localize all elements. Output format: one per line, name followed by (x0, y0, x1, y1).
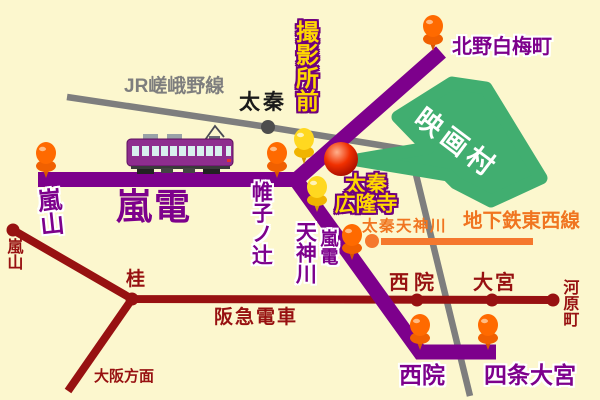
osaka-direction-label: 大阪方面 (94, 368, 155, 385)
station-label-katabiranotsuji: 帷子ノ辻 (249, 181, 273, 265)
station-label-arashiyama-hankyu: 嵐山 (4, 238, 22, 270)
station-label-uzumasa-tenjingawa: 太秦天神川 (362, 218, 448, 235)
station-label-kitano-hakubaicho: 北野白梅町 (452, 36, 552, 58)
randen-kitano-and-main-line (285, 46, 496, 360)
station-label-katsura: 桂 (126, 269, 146, 290)
station-label-arashiyama-randen: 嵐山 (32, 186, 64, 238)
katsura-station-dot (125, 292, 139, 306)
kitano-hakubaicho-pin-icon (423, 15, 443, 51)
randen-line-label: 嵐電 (116, 186, 193, 227)
station-label-satsueisho-mae: 撮影所前 (292, 20, 319, 112)
station-label-uzumasa-jr: 太秦 (239, 91, 287, 114)
arashiyama-hankyu-station-dot (6, 223, 20, 237)
station-label-kawaramachi: 河原町 (560, 279, 578, 327)
station-label-omiya: 大宮 (473, 272, 517, 294)
uzumasa-tenjingawa-station-dot (365, 234, 379, 248)
eigamura-area-callout (350, 76, 548, 208)
station-label-saiin-hankyu: 西院 (389, 272, 439, 294)
station-dots-layer (6, 120, 560, 307)
station-label-saiin-randen: 西院 (399, 362, 445, 388)
station-label-randen-tenjingawa-right: 嵐電 (318, 229, 339, 265)
jr-sagano-line-label: JR嵯峨野線 (124, 76, 225, 97)
subway-tozai-line-label: 地下鉄東西線 (463, 210, 581, 232)
saiin-hankyu-station-dot (410, 293, 424, 307)
uzumasa-jr-station-dot (261, 120, 275, 134)
koryuji-red-ball-marker (324, 142, 358, 176)
station-label-shijo-omiya: 四条大宮 (484, 362, 576, 388)
station-label-randen-tenjingawa-left: 天神川 (293, 221, 317, 284)
station-label-uzumasa-koryuji: 太秦 広隆寺 (334, 173, 398, 216)
omiya-station-dot (485, 293, 499, 307)
kawaramachi-station-dot (546, 293, 560, 307)
hankyu-line-label: 阪急電車 (214, 307, 299, 328)
randen-train-illustration (126, 124, 234, 174)
hankyu-osaka-branch-line (64, 296, 136, 394)
